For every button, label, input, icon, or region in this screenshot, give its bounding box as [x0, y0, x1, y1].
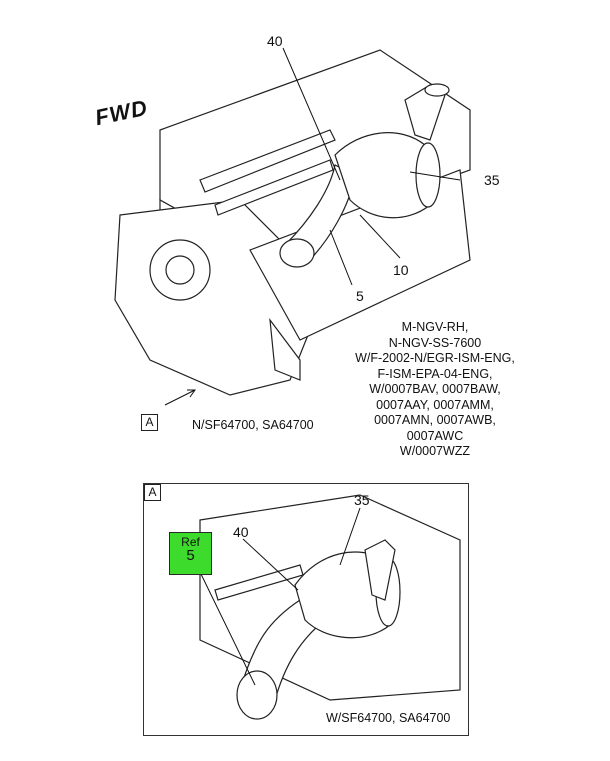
ref-tag-number: 5 — [186, 547, 195, 564]
note-line: M-NGV-RH, — [401, 320, 469, 334]
main-serial-note: N/SF64700, SA64700 — [192, 418, 314, 432]
note-line: W/0007WZZ — [399, 444, 471, 458]
detail-callout-35: 35 — [354, 492, 370, 508]
detail-serial-note: W/SF64700, SA64700 — [326, 711, 451, 725]
note-line: W/0007BAV, 0007BAW, — [369, 382, 501, 396]
detail-view-label: A — [144, 484, 161, 501]
callout-10: 10 — [393, 262, 409, 278]
detail-view-a — [143, 483, 469, 736]
callout-5: 5 — [356, 288, 364, 304]
view-a-reference: A — [141, 414, 158, 431]
callout-35: 35 — [484, 172, 500, 188]
note-line: N-NGV-SS-7600 — [388, 335, 482, 350]
note-line: 0007AWC — [406, 428, 464, 443]
note-line: W/F-2002-N/EGR-ISM-ENG, — [355, 351, 515, 365]
callout-40: 40 — [267, 33, 283, 49]
ref-tag[interactable]: Ref 5 — [169, 532, 212, 575]
note-line: 0007AMN, 0007AWB, — [374, 413, 496, 427]
detail-callout-40: 40 — [233, 524, 249, 540]
ref-tag-label: Ref — [181, 535, 200, 549]
applicability-notes: M-NGV-RH, N-NGV-SS-7600 W/F-2002-N/EGR-I… — [340, 320, 530, 460]
note-line: F-ISM-EPA-04-ENG, — [377, 366, 493, 381]
note-line: 0007AAY, 0007AMM, — [376, 397, 494, 412]
